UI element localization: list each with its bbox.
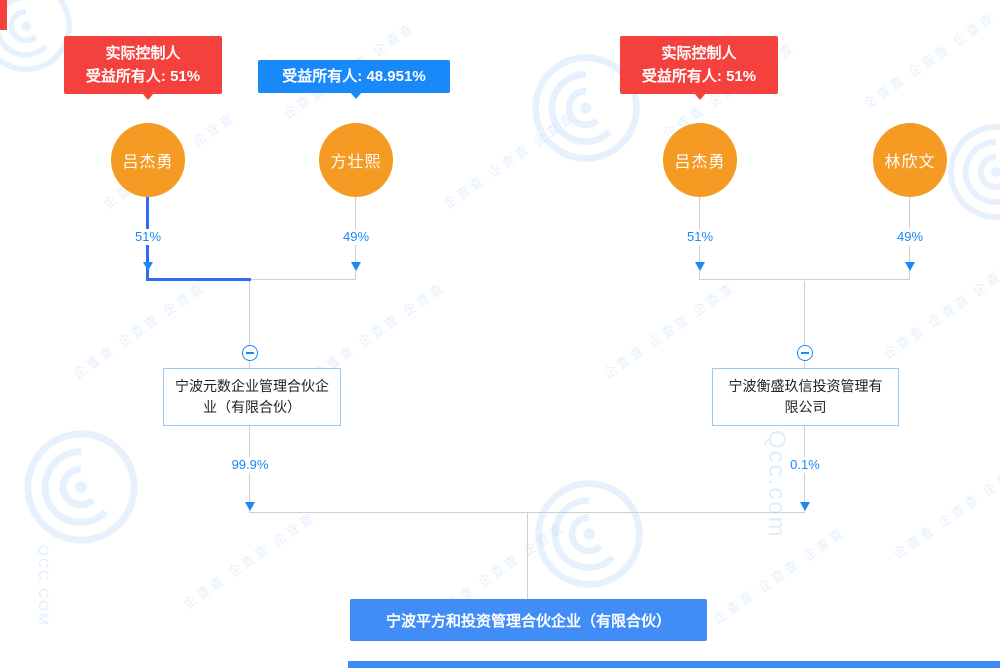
ownership-line	[699, 279, 910, 280]
badge-line: 受益所有人: 51%	[641, 68, 757, 85]
brand-watermark-text: 企查查 企查查 企查查	[710, 524, 848, 627]
arrow-down-icon	[695, 262, 705, 271]
arrow-down-icon	[143, 262, 153, 271]
company-node[interactable]: 宁波衡盛玖信投资管理有限公司	[712, 368, 899, 426]
qcc-logo-watermark	[24, 430, 138, 544]
ownership-percent: 49%	[338, 229, 374, 245]
shareholder-name: 林欣文	[884, 154, 936, 171]
shareholder-name: 吕杰勇	[122, 154, 174, 171]
brand-watermark-text: 企查查 企查查 企查查	[70, 279, 208, 382]
arrow-down-icon	[800, 502, 810, 511]
qcc-logo-watermark	[0, 0, 73, 73]
actual-controller-badge-left: 实际控制人 受益所有人: 51%	[64, 36, 222, 94]
collapse-minus-icon[interactable]	[242, 345, 258, 361]
ownership-percent: 51%	[682, 229, 718, 245]
brand-watermark-text: 企查查 企查查 企查查	[310, 279, 448, 382]
collapse-minus-icon[interactable]	[797, 345, 813, 361]
page-edge-marker-red	[0, 0, 7, 30]
target-company-name: 宁波平方和投资管理合伙企业（有限合伙）	[385, 612, 671, 630]
brand-watermark-text: 企查查 企查查 企查查	[890, 459, 1000, 562]
domain-watermark-text: QCC.COM	[36, 545, 52, 627]
brand-watermark-text: 企查查 企查查 企查查	[600, 279, 738, 382]
shareholder-node[interactable]: 方壮熙	[319, 123, 393, 197]
company-name: 宁波衡盛玖信投资管理有限公司	[728, 378, 883, 415]
arrow-down-icon	[905, 262, 915, 271]
target-company-node[interactable]: 宁波平方和投资管理合伙企业（有限合伙）	[350, 599, 707, 641]
badge-line: 实际控制人	[661, 45, 737, 62]
ownership-line	[250, 279, 356, 280]
badge-line: 受益所有人: 51%	[85, 68, 201, 85]
ownership-percent: 51%	[130, 229, 166, 245]
partial-node-bar	[348, 661, 1000, 668]
arrow-down-icon	[351, 262, 361, 271]
beneficial-owner-badge: 受益所有人: 48.951%	[258, 60, 450, 93]
shareholder-node[interactable]: 吕杰勇	[111, 123, 185, 197]
badge-line: 实际控制人	[105, 45, 181, 62]
ownership-line	[804, 281, 805, 368]
company-name: 宁波元数企业管理合伙企业（有限合伙）	[175, 378, 329, 415]
ownership-line-highlight	[146, 278, 251, 281]
ownership-line	[527, 512, 528, 600]
badge-pointer	[694, 93, 706, 100]
actual-controller-badge-right: 实际控制人 受益所有人: 51%	[620, 36, 778, 94]
qcc-logo-watermark	[948, 124, 1000, 220]
ownership-percent: 0.1%	[786, 457, 824, 473]
brand-watermark-text: 企查查 企查查 企查查	[860, 9, 998, 112]
company-node[interactable]: 宁波元数企业管理合伙企业（有限合伙）	[163, 368, 341, 426]
brand-watermark-text: 企查查 企查查 企查查	[180, 509, 318, 612]
shareholder-name: 方壮熙	[330, 154, 382, 171]
qcc-logo-watermark	[535, 480, 643, 588]
shareholder-name: 吕杰勇	[674, 154, 726, 171]
shareholder-node[interactable]: 林欣文	[873, 123, 947, 197]
badge-pointer	[350, 92, 362, 99]
brand-watermark-text: 企查查 企查查 企查查	[440, 109, 578, 212]
arrow-down-icon	[245, 502, 255, 511]
ownership-percent: 99.9%	[227, 457, 273, 473]
badge-pointer	[142, 93, 154, 100]
ownership-line	[249, 281, 250, 368]
ownership-percent: 49%	[892, 229, 928, 245]
brand-watermark-text: 企查查 企查查 企查查	[880, 259, 1000, 362]
badge-line: 受益所有人: 48.951%	[282, 68, 426, 85]
shareholder-node[interactable]: 吕杰勇	[663, 123, 737, 197]
domain-watermark-text: Qcc.com	[763, 430, 790, 539]
